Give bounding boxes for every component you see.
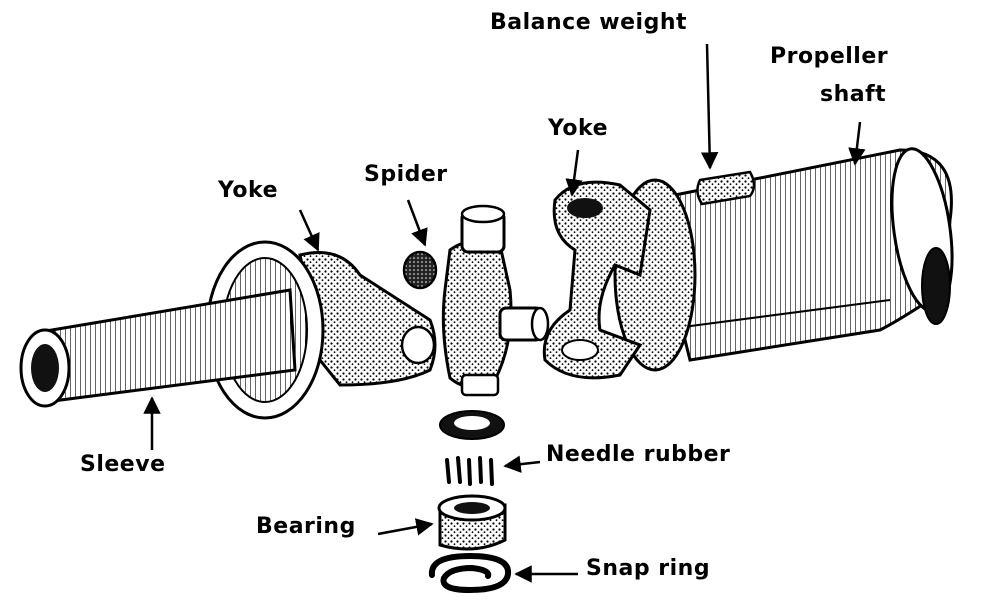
bearing-cup	[437, 494, 507, 551]
label-yoke-left: Yoke	[218, 178, 278, 203]
label-propeller-line2: shaft	[820, 82, 887, 107]
label-snap-ring: Snap ring	[586, 556, 711, 581]
label-spider: Spider	[364, 162, 448, 187]
arrow-needle-rubber	[503, 455, 541, 473]
label-balance-weight: Balance weight	[490, 10, 687, 35]
spider-part	[402, 204, 550, 397]
arrow-bearing	[377, 518, 434, 536]
label-needle-rubber: Needle rubber	[546, 442, 731, 467]
sleeve-part	[19, 240, 325, 420]
label-propeller-line1: Propeller	[770, 44, 889, 69]
arrow-propeller-shaft	[848, 121, 866, 166]
yoke-right-part	[542, 178, 697, 380]
snap-ring-part	[428, 552, 512, 594]
balance-weight-plate	[696, 170, 756, 206]
needle-rollers	[445, 456, 494, 486]
propeller-shaft	[648, 147, 954, 362]
leader-arrows	[143, 43, 866, 583]
arrow-balance-weight	[700, 43, 719, 170]
label-yoke-right: Yoke	[548, 116, 608, 141]
label-sleeve: Sleeve	[80, 452, 166, 477]
arrow-spider	[406, 199, 428, 247]
needle-rubber-part	[439, 410, 505, 440]
arrow-yoke-right	[565, 149, 583, 197]
label-bearing: Bearing	[256, 514, 356, 539]
yoke-left-part	[298, 251, 437, 387]
arrow-yoke-left	[298, 209, 320, 252]
